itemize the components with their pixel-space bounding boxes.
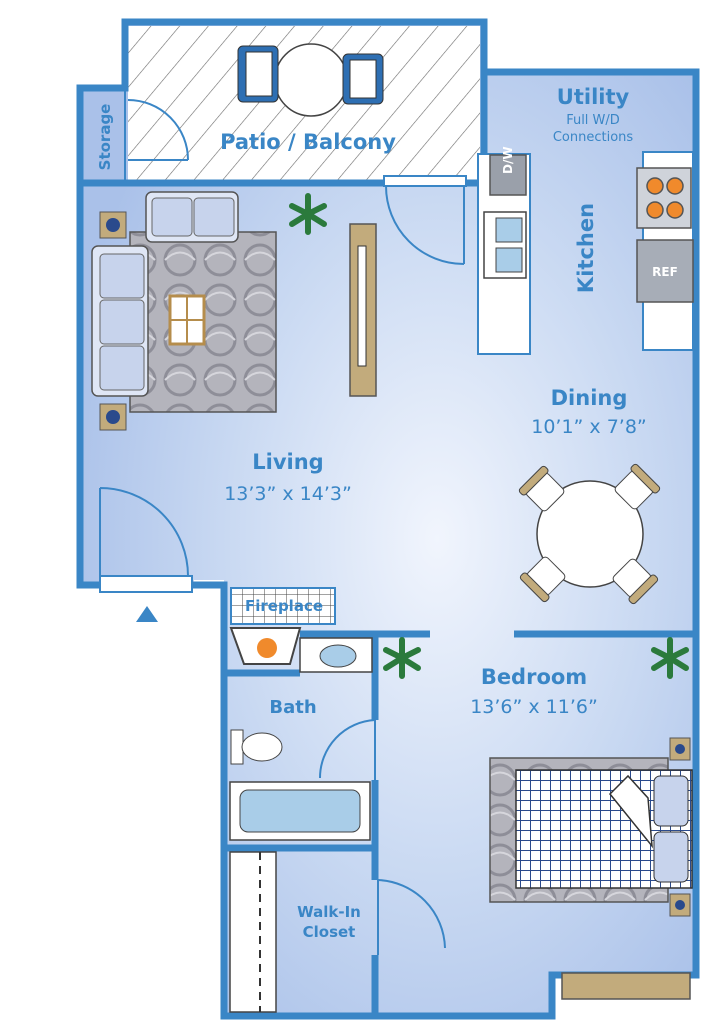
bath-door[interactable] <box>318 719 376 780</box>
sofa-cushion <box>99 345 145 391</box>
pillow <box>653 775 689 827</box>
patio-label: Patio / Balcony <box>220 130 396 154</box>
toilet-tank <box>230 729 244 765</box>
refrigerator <box>636 239 694 303</box>
utility-note-1: Full W/D <box>566 113 620 128</box>
sofa-cushion <box>99 299 145 345</box>
lamp-shade <box>106 218 120 232</box>
sofa-cushion <box>99 253 145 299</box>
kitchen-label: Kitchen <box>574 203 598 293</box>
dining-chair <box>612 558 659 605</box>
loveseat-cushion <box>151 197 193 237</box>
dining-chair <box>518 465 565 512</box>
patio-table <box>274 43 348 117</box>
entry-arrow-icon <box>136 606 158 622</box>
fire-icon <box>257 638 277 658</box>
dresser <box>561 972 691 1000</box>
living-label: Living <box>252 450 323 474</box>
bath-label: Bath <box>269 697 316 718</box>
storage-door[interactable] <box>127 99 189 161</box>
tv <box>357 245 367 367</box>
closet-label-1: Walk-In <box>297 903 361 921</box>
dining-label: Dining <box>551 386 628 410</box>
fireplace-label: Fireplace <box>245 597 323 615</box>
lamp-icon <box>675 900 685 910</box>
patio-door[interactable] <box>385 185 465 265</box>
burner <box>666 177 684 195</box>
bedroom-dimensions: 13’6” x 11’6” <box>470 696 598 718</box>
closet-label-2: Closet <box>303 923 356 941</box>
burner <box>646 201 664 219</box>
utility-label: Utility <box>557 85 630 109</box>
dining-chair <box>614 463 661 510</box>
living-dimensions: 13’3” x 14’3” <box>224 483 352 505</box>
patio-door-frame[interactable] <box>383 175 467 187</box>
dishwasher-label: D/W <box>501 146 515 174</box>
bath-sink <box>319 644 357 668</box>
toilet-bowl <box>241 732 283 762</box>
burner <box>666 201 684 219</box>
storage-label: Storage <box>96 104 114 171</box>
fireplace-hearth <box>230 587 336 625</box>
dishwasher <box>489 154 527 196</box>
utility-note-2: Connections <box>553 130 634 145</box>
plant-icon <box>289 193 327 235</box>
sink-basin-1 <box>495 217 523 243</box>
entry-door-frame[interactable] <box>99 575 193 593</box>
loveseat-cushion <box>193 197 235 237</box>
sink-basin-2 <box>495 247 523 273</box>
entry-door[interactable] <box>99 487 189 577</box>
patio-chair-seat <box>245 51 273 97</box>
lamp-icon <box>675 744 685 754</box>
dining-dimensions: 10’1” x 7’8” <box>531 416 647 438</box>
exterior-wall-2 <box>192 68 700 1020</box>
burner <box>646 177 664 195</box>
pillow <box>653 831 689 883</box>
stove <box>636 167 692 229</box>
refrigerator-label: REF <box>652 265 678 279</box>
bed-sheet-fold <box>608 774 653 849</box>
dining-chair <box>519 556 566 603</box>
bathtub-basin <box>239 789 361 833</box>
plant-icon <box>651 637 689 679</box>
lamp-shade <box>106 410 120 424</box>
plant-icon <box>383 637 421 679</box>
closet-shelf <box>229 851 277 1013</box>
lamp-icon <box>99 211 127 239</box>
patio-chair-seat <box>349 59 377 99</box>
bedroom-label: Bedroom <box>481 665 587 689</box>
dining-table <box>536 480 644 588</box>
closet-door[interactable] <box>377 879 446 955</box>
